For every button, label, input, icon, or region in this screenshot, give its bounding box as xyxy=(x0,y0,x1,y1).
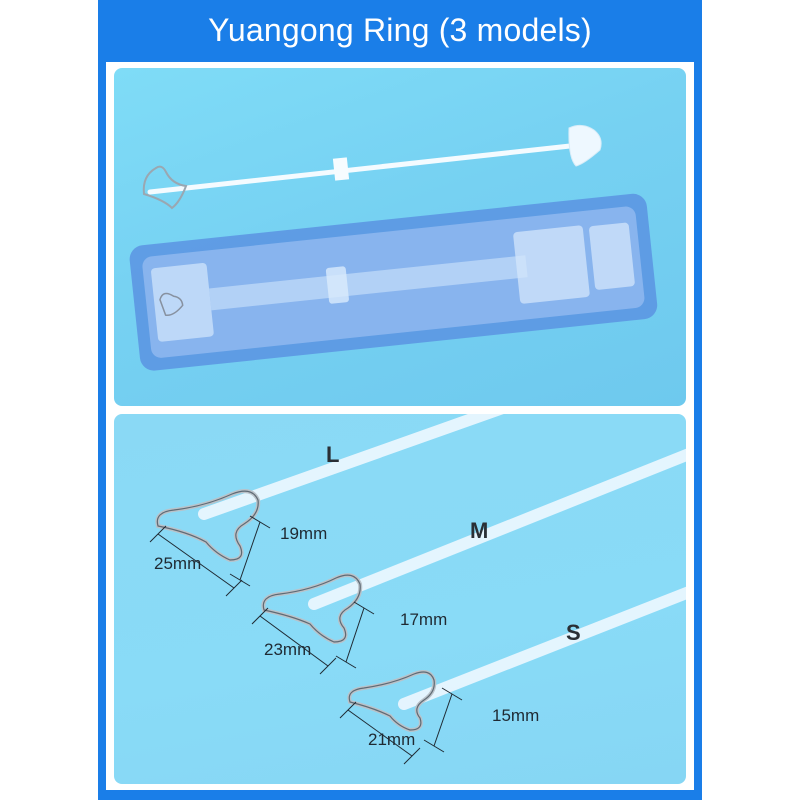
size-comparison-panel: L 25mm 19mm M 23mm 17mm S 21mm 15mm xyxy=(114,414,686,784)
content-area: L 25mm 19mm M 23mm 17mm S 21mm 15mm xyxy=(106,62,694,790)
product-package-panel xyxy=(114,68,686,406)
iud-sizes-illustration xyxy=(149,414,686,765)
height-label-l: 19mm xyxy=(280,524,328,543)
page-title: Yuangong Ring (3 models) xyxy=(208,11,592,48)
outer-frame: Yuangong Ring (3 models) xyxy=(98,0,702,800)
iud-package-illustration xyxy=(129,124,658,371)
width-label-m: 23mm xyxy=(264,640,312,659)
size-label-l: L xyxy=(326,442,340,467)
height-label-m: 17mm xyxy=(400,610,448,629)
width-label-l: 25mm xyxy=(154,554,202,573)
height-label-s: 15mm xyxy=(492,706,540,725)
width-label-s: 21mm xyxy=(368,730,416,749)
size-label-m: M xyxy=(470,518,489,543)
size-label-s: S xyxy=(566,620,581,645)
